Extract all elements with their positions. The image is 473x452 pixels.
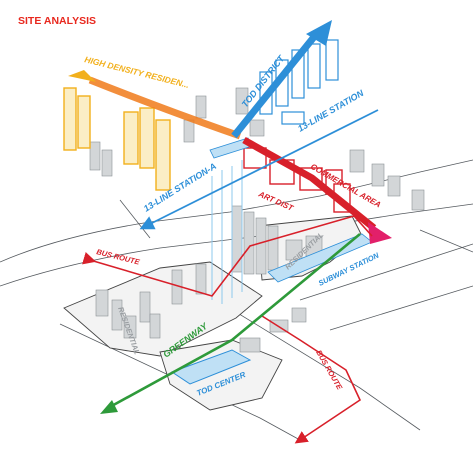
building bbox=[77, 95, 91, 149]
building bbox=[411, 189, 425, 211]
building bbox=[139, 291, 151, 323]
tod-center bbox=[170, 349, 252, 385]
high-density-arrow bbox=[88, 76, 242, 140]
building bbox=[239, 337, 261, 353]
building bbox=[285, 239, 303, 261]
building bbox=[89, 141, 101, 171]
flow-arrows bbox=[68, 20, 392, 444]
road-line bbox=[119, 199, 151, 239]
road-line bbox=[0, 159, 473, 263]
label-bus-route-right: BUS ROUTE bbox=[314, 349, 344, 393]
building bbox=[139, 107, 155, 169]
road-line bbox=[59, 323, 301, 441]
road-line bbox=[419, 229, 473, 253]
building bbox=[371, 163, 385, 187]
building bbox=[63, 87, 77, 151]
building bbox=[155, 119, 171, 191]
building bbox=[281, 111, 305, 125]
building bbox=[243, 211, 255, 275]
building bbox=[149, 313, 161, 339]
label-13-line-station: 13-LINE STATION bbox=[296, 88, 366, 134]
building bbox=[307, 43, 321, 89]
bus-route-left-line bbox=[82, 215, 373, 297]
building bbox=[183, 119, 195, 143]
building bbox=[349, 149, 365, 173]
building bbox=[111, 299, 123, 331]
label-13-line-station-a: 13-LINE STATION-A bbox=[142, 161, 218, 214]
building bbox=[123, 111, 139, 165]
bus-route-right-line bbox=[261, 315, 362, 444]
building bbox=[235, 87, 249, 115]
building bbox=[195, 95, 207, 119]
building bbox=[101, 149, 113, 177]
building-massing bbox=[89, 87, 425, 353]
page-title: SITE ANALYSIS bbox=[18, 15, 96, 27]
building bbox=[267, 225, 279, 271]
line13-arrow bbox=[139, 109, 379, 230]
commercial-arrow bbox=[242, 136, 377, 231]
building bbox=[291, 307, 307, 323]
high-density-residential-buildings bbox=[63, 87, 171, 191]
building bbox=[387, 175, 401, 197]
greenway-line bbox=[107, 232, 361, 410]
building bbox=[95, 289, 109, 317]
tod-district-arrow bbox=[231, 29, 321, 139]
road-line bbox=[299, 243, 473, 301]
building bbox=[249, 119, 265, 137]
building bbox=[255, 217, 267, 275]
building bbox=[123, 315, 137, 339]
building bbox=[195, 263, 207, 295]
building bbox=[325, 39, 339, 81]
road-line bbox=[329, 285, 473, 331]
